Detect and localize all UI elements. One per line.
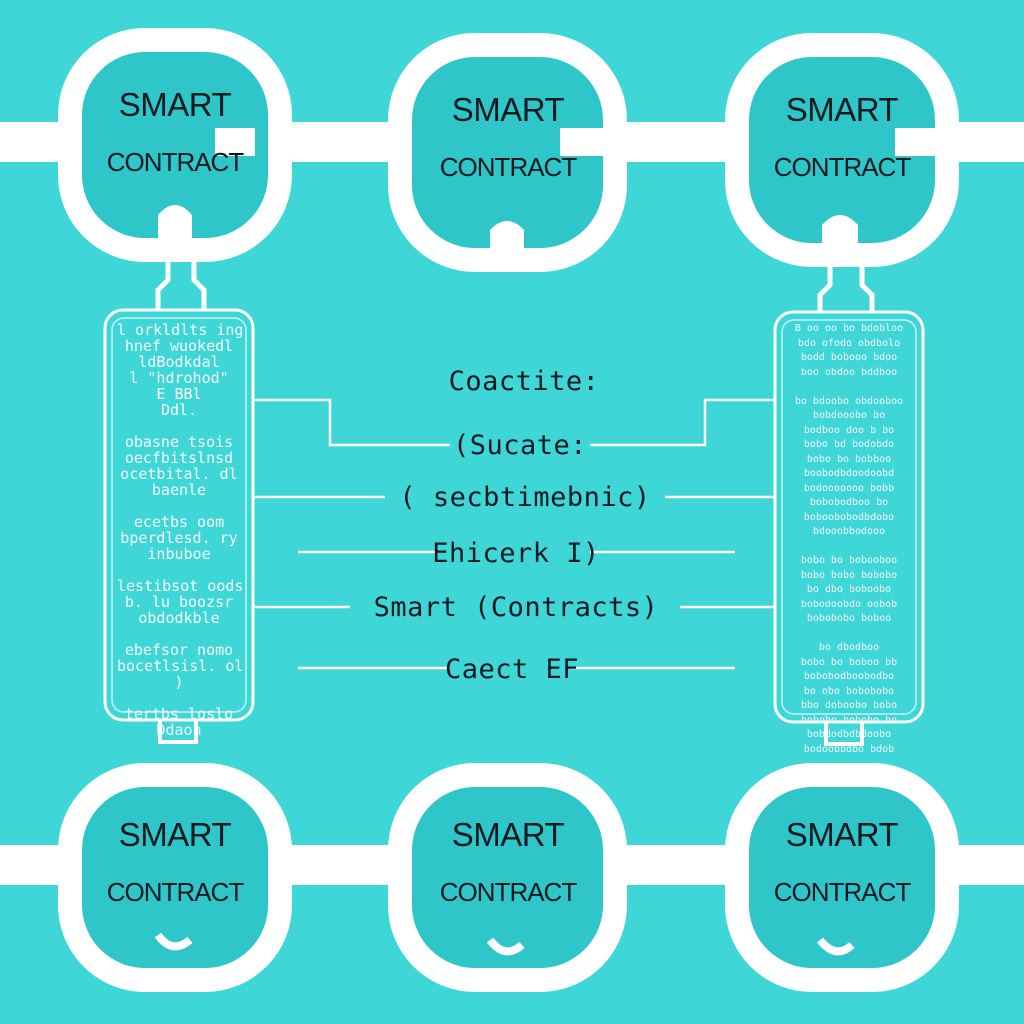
link-title: SMART: [785, 91, 899, 128]
scroll-line: l orkldlts ing: [117, 321, 244, 339]
link-subtitle: CONTRACT: [106, 877, 244, 907]
scroll-line: bo dbo boboobo: [806, 584, 892, 595]
scroll-line: B oo oo bo bdobloo: [794, 323, 904, 334]
scroll-line: bobobodboobodbo: [803, 671, 895, 682]
scroll-line: obdodkble: [138, 609, 220, 627]
link-subtitle: CONTRACT: [439, 877, 577, 907]
scroll-line: [117, 418, 241, 434]
bottom-link-1-label: SMART CONTRACT: [75, 818, 275, 905]
scroll-line: bobdooobo bo: [812, 410, 886, 421]
scroll-line: ocetbital. dl: [120, 465, 238, 483]
scroll-line: [787, 627, 911, 642]
scroll-line: [787, 540, 911, 555]
scroll-line: [117, 562, 241, 578]
scroll-line: bobobodboo bo: [809, 497, 889, 508]
center-line-1: Coactite:: [448, 366, 600, 397]
right-scroll-frame: [773, 310, 925, 746]
link-title: SMART: [118, 816, 232, 853]
scroll-line: bdo ofodo obdbolo: [797, 337, 901, 349]
connector-lines: [253, 398, 775, 670]
scroll-line: tertbs loslo: [124, 705, 234, 723]
scroll-line: lestibsot oods: [117, 577, 244, 595]
right-scroll-text: B oo oo bo bdobloo bdo ofodo obdbolo bodd …: [787, 322, 911, 757]
center-line-4: Ehicerk I): [432, 538, 600, 569]
scroll-line: E BBl: [156, 385, 202, 403]
scroll-line: bo dbodboo: [818, 642, 880, 653]
center-line-6: Caect EF: [444, 654, 580, 685]
scroll-line: bodboo doo b bo: [803, 424, 895, 436]
left-scroll-frame: [103, 308, 255, 744]
scroll-line: Ddaoh: [156, 721, 202, 739]
scroll-line: boo obdoo bddboo: [800, 366, 898, 378]
bottom-link-2-label: SMART CONTRACT: [408, 818, 608, 905]
left-scroll-connector: [155, 250, 207, 310]
scroll-line: [117, 498, 241, 514]
link-subtitle: CONTRACT: [773, 877, 911, 907]
scroll-line: inbuboe: [147, 545, 211, 563]
scroll-line: obasne tsois: [124, 433, 234, 451]
top-link-2-label: SMART CONTRACT: [408, 93, 608, 180]
scroll-line: bodoobbdbo bdob: [803, 743, 895, 755]
link-subtitle: CONTRACT: [773, 152, 911, 182]
link-subtitle: CONTRACT: [106, 147, 244, 177]
bottom-chain-link-2: [388, 763, 627, 992]
scroll-line: hnef wuokedl: [124, 337, 234, 355]
scroll-line: [787, 380, 911, 395]
scroll-line: bobobobo boboo: [806, 613, 892, 624]
scroll-line: bobodoobdo oobob: [800, 598, 898, 610]
scroll-line: baenle: [151, 481, 207, 499]
scroll-line: bocetlsisl. ol: [117, 657, 244, 675]
scroll-line: bobo bo bobboo: [806, 453, 892, 465]
link-subtitle: CONTRACT: [439, 152, 577, 182]
scroll-line: ebefsor nomo: [124, 641, 234, 659]
top-link-1-label: SMART CONTRACT: [75, 88, 275, 175]
top-link-3-label: SMART CONTRACT: [742, 93, 942, 180]
scroll-line: bobdodbdbdoobo: [806, 729, 892, 740]
scroll-line: Ddl.: [160, 401, 198, 419]
scroll-line: bperdlesd. ry: [120, 529, 238, 547]
scroll-line: [117, 626, 241, 642]
scroll-line: bodd bobooo bdoo: [800, 352, 898, 363]
link-title: SMART: [118, 86, 232, 123]
center-line-5: Smart (Contracts): [373, 592, 659, 623]
link-title: SMART: [785, 816, 899, 853]
link-title: SMART: [451, 91, 565, 128]
scroll-line: ): [174, 673, 184, 691]
scroll-line: bobo bo bobooboo: [800, 555, 898, 566]
scroll-line: bdooobbodooo: [812, 526, 886, 537]
bottom-link-3-label: SMART CONTRACT: [742, 818, 942, 905]
scroll-line: l "hdrohod": [129, 369, 229, 387]
scroll-line: bobo bobo bobobo: [800, 569, 898, 581]
scroll-line: bo obo bobobobo: [803, 685, 895, 697]
scroll-line: boobodbdoodoobd: [803, 468, 895, 479]
right-scroll-connector: [817, 255, 875, 312]
scroll-line: bbo doboobo bobo: [800, 700, 898, 711]
scroll-line: [117, 690, 241, 706]
scroll-line: boboobobodbdobo: [803, 511, 895, 523]
scroll-line: ecetbs oom: [133, 513, 225, 531]
center-line-3: ( secbtimebnic): [399, 482, 651, 513]
link-title: SMART: [451, 816, 565, 853]
center-line-2: (Sucate:: [452, 430, 588, 461]
scroll-line: bobo bo boboo bb: [800, 656, 898, 668]
bottom-chain-link-1: [58, 763, 292, 992]
connector-left-upper: [253, 398, 450, 447]
scroll-line: bobobo bobobo bo: [800, 714, 898, 726]
scroll-line: bodooooooo bobb: [803, 482, 895, 494]
connector-right-upper: [590, 398, 775, 447]
bottom-chain-link-3: [725, 763, 959, 992]
scroll-line: ldBodkdal: [138, 353, 220, 371]
scroll-line: bo bdoobo obdooboo: [794, 395, 904, 407]
scroll-line: b. lu boozsr: [124, 593, 234, 611]
scroll-line: bobo bd bodobdo: [803, 439, 895, 450]
scroll-line: oecfbitslnsd: [124, 449, 234, 467]
